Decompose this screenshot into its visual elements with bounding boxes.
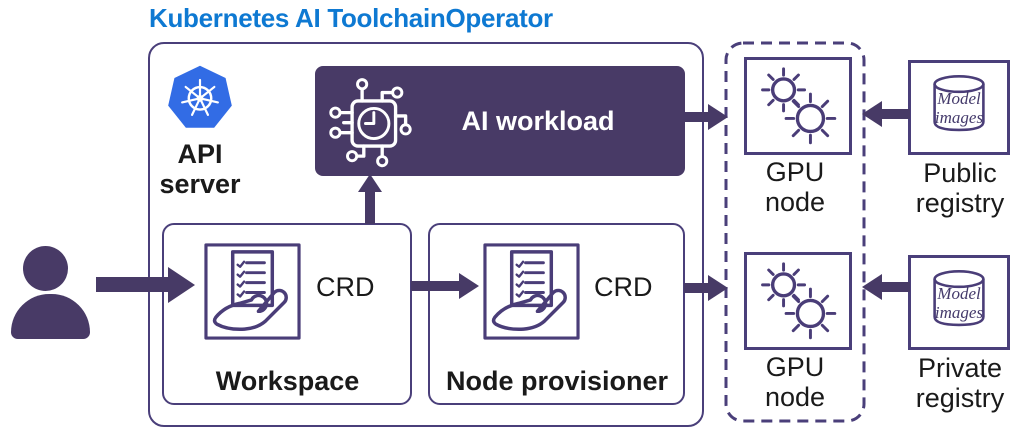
node-provisioner-to-gpu-arrowhead	[708, 275, 728, 301]
public-registry-to-gpu-arrowhead	[862, 101, 882, 127]
model-images-database-icon	[933, 270, 985, 327]
gpu-node-label: GPU node	[764, 352, 826, 412]
api-server-label: API server	[159, 139, 241, 199]
gpu-chips-icon	[761, 67, 837, 145]
private-registry-to-gpu-arrowhead	[862, 274, 882, 300]
node-provisioner-crd-document-hand-icon	[483, 243, 580, 340]
gpu-chips-icon	[761, 262, 837, 340]
workspace-to-node-provisioner-arrow	[411, 281, 461, 291]
ai-workload-to-gpu-arrowhead	[708, 104, 728, 130]
user-to-workspace-arrowhead	[168, 267, 195, 303]
workspace-crd-label: CRD	[316, 272, 375, 302]
diagram-title: Kubernetes AI ToolchainOperator	[149, 3, 553, 33]
kubernetes-logo-icon	[168, 65, 232, 128]
workspace-label: Workspace	[215, 366, 360, 396]
chip-clock-icon	[329, 78, 412, 168]
workspace-to-ai-workload-arrow	[365, 191, 375, 224]
private-registry-to-gpu-arrow	[880, 282, 910, 292]
public-registry-to-gpu-arrow	[880, 109, 910, 119]
gpu-node-box	[744, 252, 852, 350]
public-registry-box: Model images	[908, 60, 1010, 155]
node-provisioner-label: Node provisioner	[445, 366, 669, 396]
gpu-node-label: GPU node	[764, 157, 826, 217]
model-images-label: Model images	[934, 284, 984, 322]
user-person-body	[11, 294, 90, 339]
model-images-label: Model images	[934, 89, 984, 127]
workspace-to-node-provisioner-arrowhead	[459, 273, 479, 299]
public-registry-label: Public registry	[915, 158, 1005, 218]
private-registry-box: Model images	[908, 255, 1010, 350]
user-person-icon	[23, 246, 68, 291]
private-registry-label: Private registry	[915, 353, 1005, 413]
node-provisioner-box	[428, 223, 685, 405]
user-to-workspace-arrow	[96, 277, 170, 292]
ai-workload-label: AI workload	[461, 105, 615, 136]
ai-workload-to-gpu-arrow	[683, 112, 710, 122]
operator-boundary-box	[148, 42, 704, 427]
workspace-crd-document-hand-icon	[204, 243, 301, 340]
node-provisioner-to-gpu-arrow	[684, 283, 710, 293]
node-provisioner-crd-label: CRD	[594, 272, 653, 302]
workspace-box	[162, 223, 412, 405]
ai-workload-box: AI workload	[315, 66, 685, 176]
model-images-database-icon	[933, 75, 985, 132]
gpu-node-box	[744, 57, 852, 155]
workspace-to-ai-workload-arrowhead	[358, 174, 382, 192]
